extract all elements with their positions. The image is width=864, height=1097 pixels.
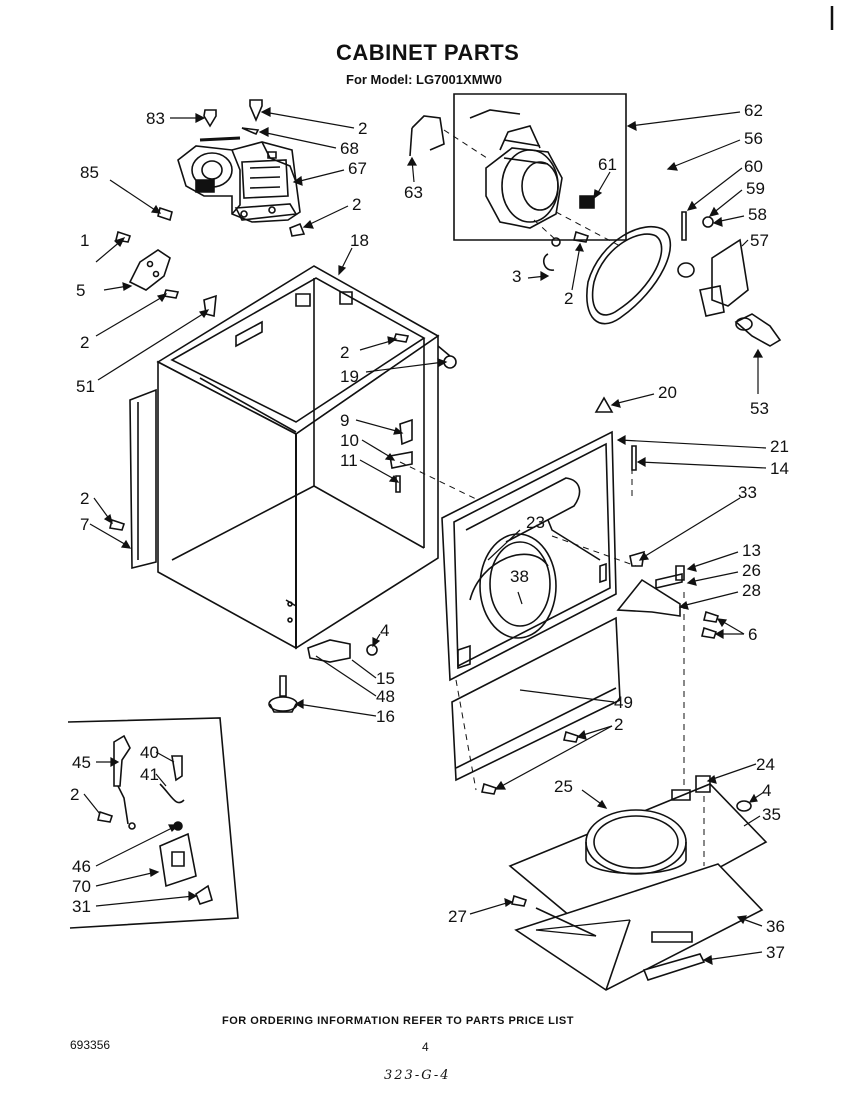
callout-46: 46 <box>72 857 91 876</box>
handwritten-note: 323-G-4 <box>384 1068 451 1083</box>
callout-56: 56 <box>744 129 763 148</box>
callout-2: 2 <box>352 195 361 214</box>
callout-35: 35 <box>762 805 781 824</box>
callout-38: 38 <box>510 567 529 586</box>
callout-61: 61 <box>598 155 617 174</box>
callout-31: 31 <box>72 897 91 916</box>
callout-33: 33 <box>738 483 757 502</box>
callout-2: 2 <box>80 489 89 508</box>
callout-11: 11 <box>340 451 358 470</box>
front-panel <box>442 432 616 680</box>
callout-7: 7 <box>80 515 89 534</box>
page-title: CABINET PARTS <box>336 40 520 65</box>
callout-37: 37 <box>766 943 785 962</box>
callout-60: 60 <box>744 157 763 176</box>
callout-9: 9 <box>340 411 349 430</box>
callout-3: 3 <box>512 267 521 286</box>
callout-63: 63 <box>404 183 423 202</box>
callout-19: 19 <box>340 367 359 386</box>
callout-85: 85 <box>80 163 99 182</box>
callout-59: 59 <box>746 179 765 198</box>
callout-70: 70 <box>72 877 91 896</box>
callout-40: 40 <box>140 743 159 762</box>
model-subtitle: For Model: LG7001XMW0 <box>346 72 503 87</box>
callout-2: 2 <box>614 715 623 734</box>
callout-62: 62 <box>744 101 763 120</box>
callout-21: 21 <box>770 437 789 456</box>
callout-2: 2 <box>70 785 79 804</box>
callout-1: 1 <box>80 231 89 250</box>
callout-41: 41 <box>140 765 159 784</box>
callout-14: 14 <box>770 459 789 478</box>
drive-motor <box>470 110 594 228</box>
callout-5: 5 <box>76 281 85 300</box>
callout-labels: 8326867285152511821962566059585761633253… <box>70 101 789 962</box>
callout-28: 28 <box>742 581 761 600</box>
callout-26: 26 <box>742 561 761 580</box>
base-assembly <box>510 776 766 990</box>
document-number: 693356 <box>70 1038 111 1052</box>
callout-23: 23 <box>526 513 545 532</box>
callout-51: 51 <box>76 377 95 396</box>
callout-25: 25 <box>554 777 573 796</box>
callout-2: 2 <box>358 119 367 138</box>
callout-2: 2 <box>80 333 89 352</box>
cabinet-body <box>158 266 450 648</box>
callout-48: 48 <box>376 687 395 706</box>
page-number: 4 <box>422 1040 429 1054</box>
callout-58: 58 <box>748 205 767 224</box>
callout-6: 6 <box>748 625 757 644</box>
callout-53: 53 <box>750 399 769 418</box>
callout-24: 24 <box>756 755 775 774</box>
ordering-note: FOR ORDERING INFORMATION REFER TO PARTS … <box>222 1015 574 1027</box>
callout-27: 27 <box>448 907 467 926</box>
callout-36: 36 <box>766 917 785 936</box>
callout-4: 4 <box>762 781 771 800</box>
callout-67: 67 <box>348 159 367 178</box>
callout-45: 45 <box>72 753 91 772</box>
callout-68: 68 <box>340 139 359 158</box>
callout-18: 18 <box>350 231 369 250</box>
callout-57: 57 <box>750 231 769 250</box>
callout-20: 20 <box>658 383 677 402</box>
callout-10: 10 <box>340 431 359 450</box>
callout-16: 16 <box>376 707 395 726</box>
motor-bracket-assembly <box>178 138 300 222</box>
callout-4: 4 <box>380 621 389 640</box>
callout-83: 83 <box>146 109 165 128</box>
callout-13: 13 <box>742 541 761 560</box>
callout-15: 15 <box>376 669 395 688</box>
callout-49: 49 <box>614 693 633 712</box>
callout-2: 2 <box>340 343 349 362</box>
callout-2: 2 <box>564 289 573 308</box>
